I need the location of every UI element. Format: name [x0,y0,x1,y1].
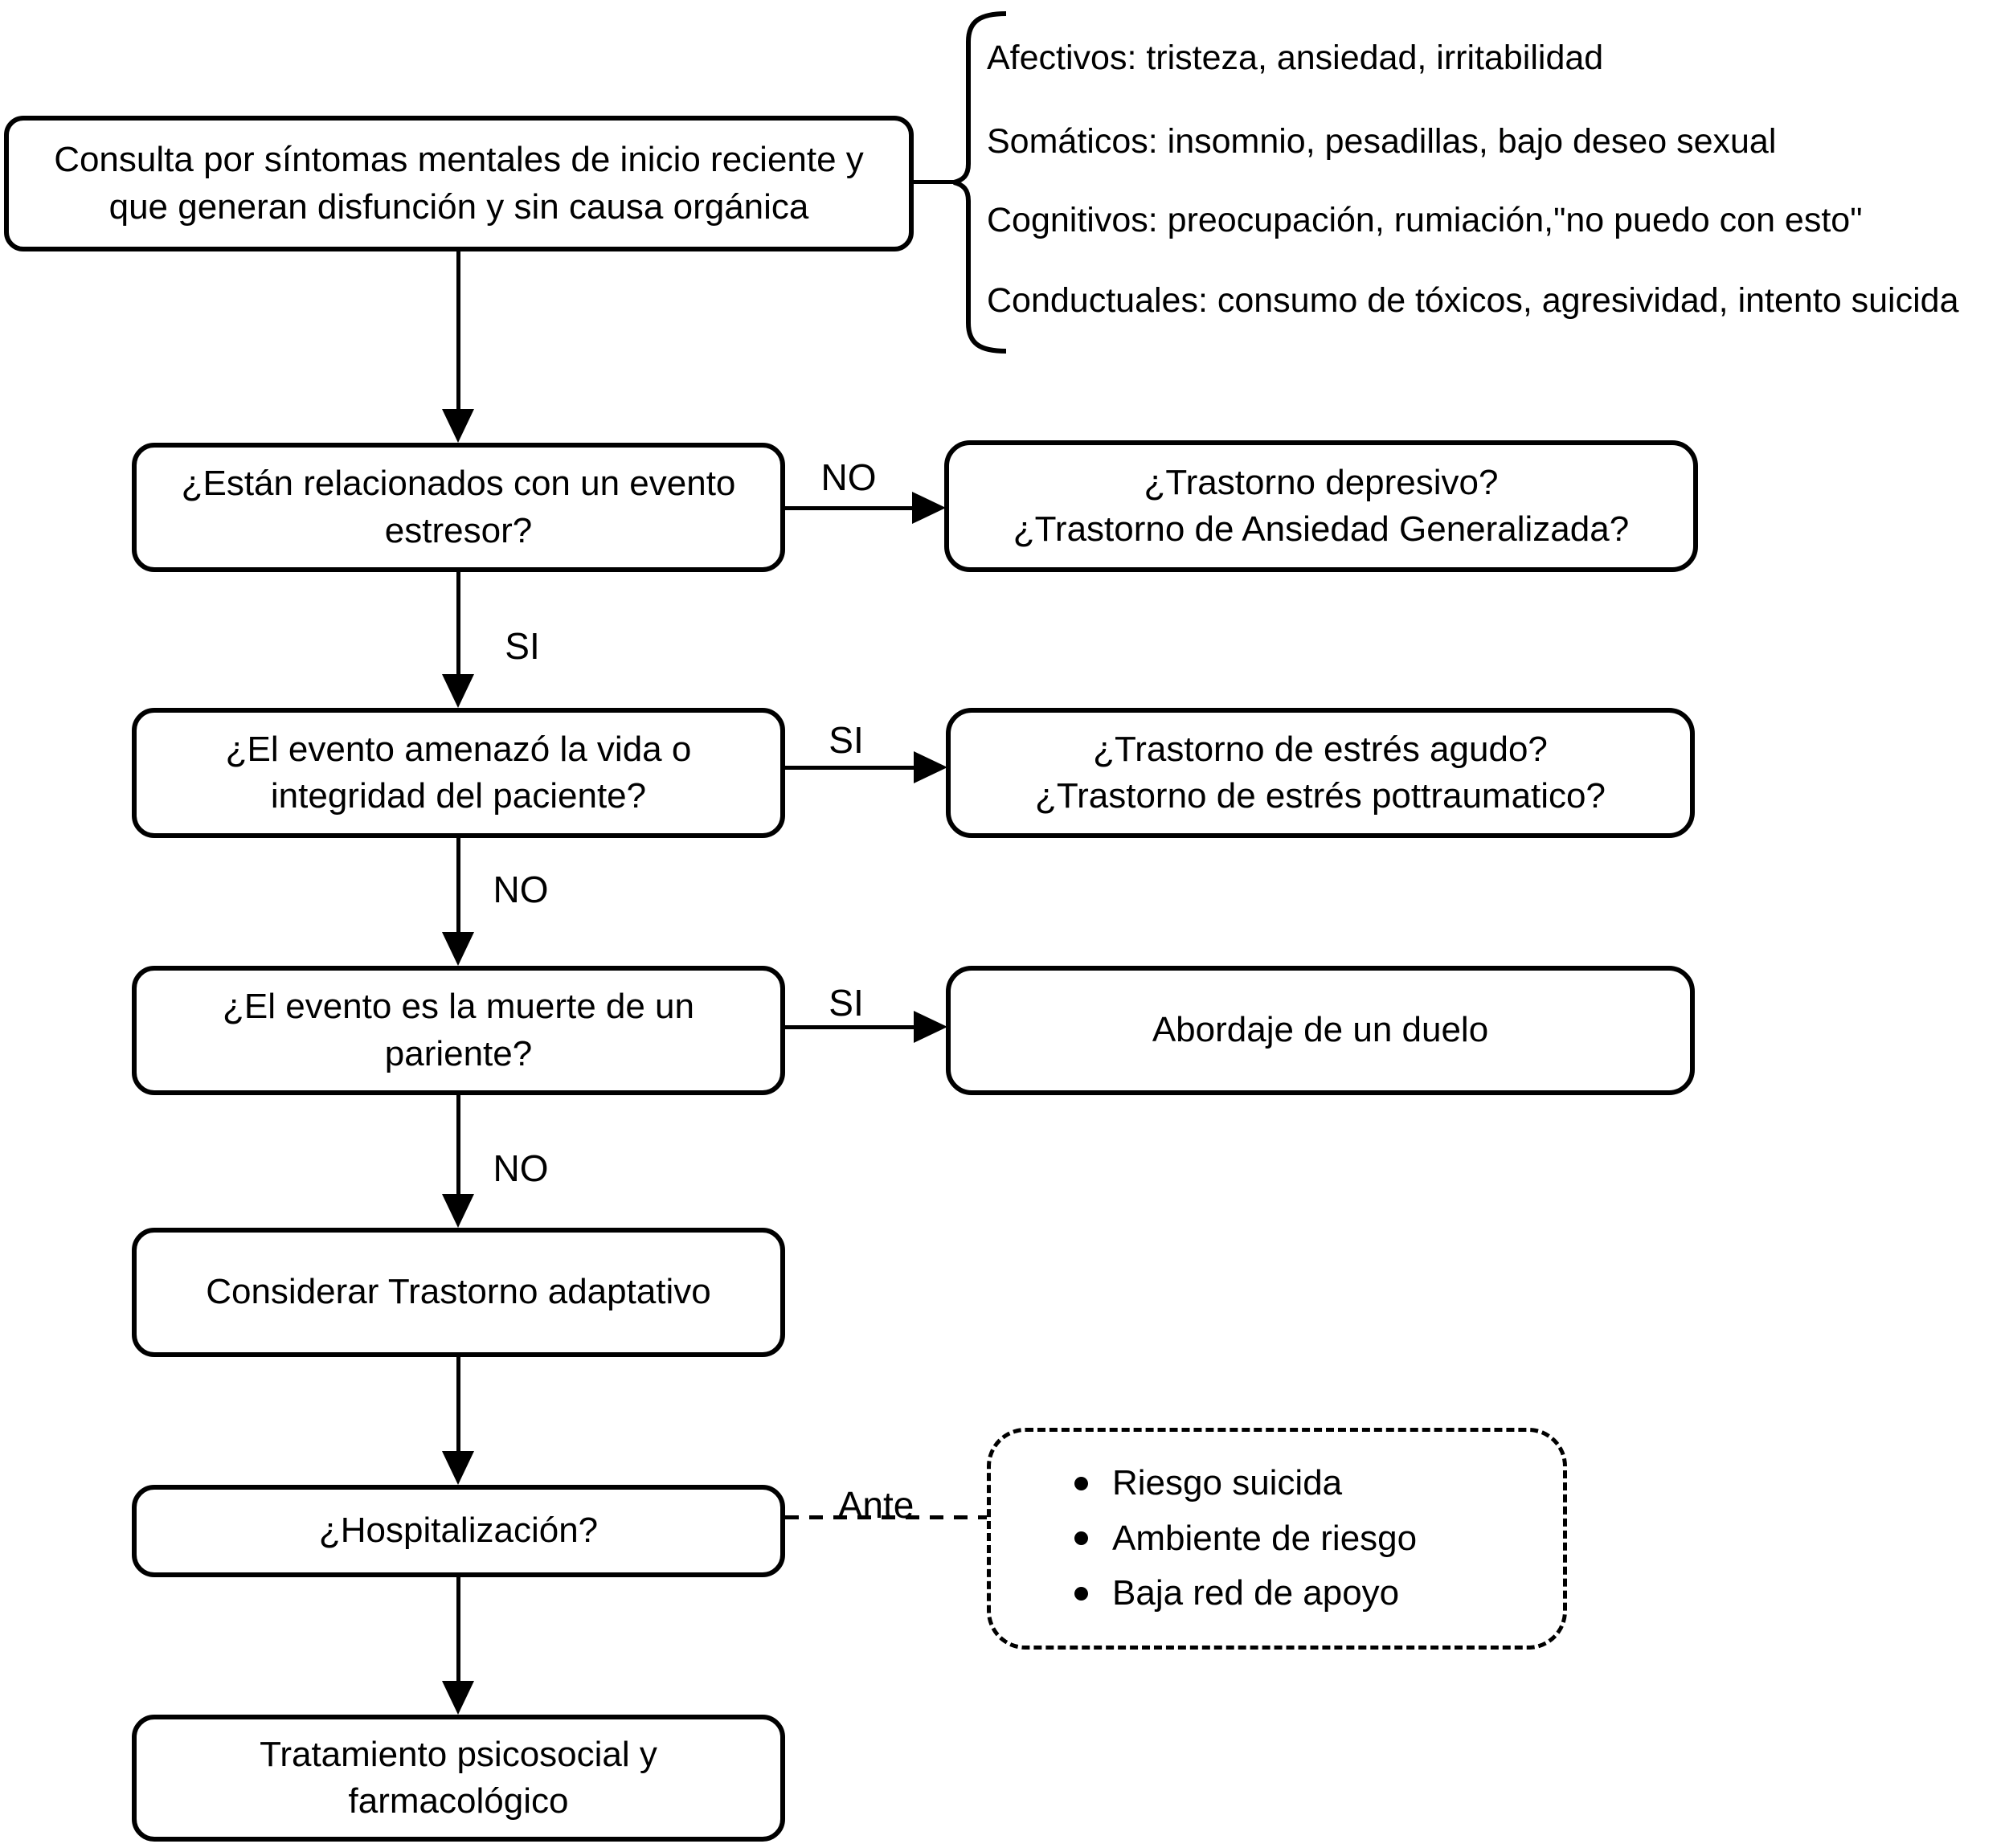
arrow-muerte-adaptativo-line [456,1095,460,1197]
node-depresivo-line1: ¿Trastorno depresivo? [1144,462,1499,502]
node-amenazo-vida-line2: integridad del paciente? [270,776,647,816]
node-evento-estresor-line2: estresor? [384,510,533,550]
arrow-hospitalizacion-tratamiento-head [442,1681,474,1715]
bullet-icon [1074,1587,1088,1601]
arrow-consulta-estresor-line [456,251,460,412]
node-evento-estresor: ¿Están relacionados con un evento estres… [132,443,785,572]
risk-item-label: Baja red de apoyo [1112,1573,1400,1613]
risk-item: Riesgo suicida [1074,1462,1563,1505]
arrow-muerte-duelo-head [914,1011,947,1043]
arrow-amenazo-estresagudo-head [914,751,947,783]
node-tratamiento: Tratamiento psicosocial y farmacológico [132,1715,785,1842]
risk-item: Ambiente de riesgo [1074,1518,1563,1560]
bullet-icon [1074,1531,1088,1546]
connector-consulta-brace [914,180,955,184]
edge-label-si-3: SI [829,982,864,1024]
node-amenazo-vida: ¿El evento amenazó la vida o integridad … [132,708,785,838]
symptom-note-afectivos: Afectivos: tristeza, ansiedad, irritabil… [987,39,1604,77]
bullet-icon [1074,1476,1088,1490]
arrow-adaptativo-hospitalizacion-line [456,1357,460,1454]
dashed-connector-hospitalizacion-risk [785,1515,987,1519]
node-estres-agudo: ¿Trastorno de estrés agudo? ¿Trastorno d… [946,708,1695,838]
node-adaptativo: Considerar Trastorno adaptativo [132,1228,785,1357]
node-estres-agudo-line2: ¿Trastorno de estrés pottraumatico? [1034,776,1606,816]
node-evento-estresor-line1: ¿Están relacionados con un evento [181,464,736,504]
arrow-consulta-estresor-head [442,409,474,443]
edge-label-ante: Ante [837,1484,914,1526]
edge-label-no-1: NO [820,456,877,498]
arrow-estresor-amenazo-line [456,572,460,677]
node-muerte-pariente: ¿El evento es la muerte de un pariente? [132,966,785,1095]
node-muerte-pariente-line2: pariente? [384,1033,533,1073]
node-tratamiento-line2: farmacológico [348,1781,569,1821]
node-tratamiento-line1: Tratamiento psicosocial y [260,1734,657,1774]
symptom-note-cognitivos: Cognitivos: preocupación, rumiación,"no … [987,201,1863,239]
node-amenazo-vida-line1: ¿El evento amenazó la vida o [225,729,692,769]
arrow-estresor-depresivo-head [912,492,946,524]
arrow-hospitalizacion-tratamiento-line [456,1577,460,1684]
edge-label-si-1: SI [505,625,540,667]
node-consulta-line2: que generan disfunción y sin causa orgán… [108,186,809,227]
risk-box: Riesgo suicida Ambiente de riesgo Baja r… [987,1428,1567,1650]
arrow-adaptativo-hospitalizacion-head [442,1451,474,1485]
node-consulta-line1: Consulta por síntomas mentales de inicio… [54,140,864,180]
node-depresivo-ansiedad: ¿Trastorno depresivo? ¿Trastorno de Ansi… [944,440,1698,572]
arrow-muerte-duelo-line [785,1025,914,1029]
edge-label-no-3: NO [493,1147,549,1189]
node-consulta: Consulta por síntomas mentales de inicio… [4,116,914,251]
arrow-estresor-amenazo-head [442,674,474,708]
node-hospitalizacion-line1: ¿Hospitalización? [318,1511,599,1551]
arrow-amenazo-muerte-line [456,838,460,935]
edge-label-no-2: NO [493,869,549,910]
node-estres-agudo-line1: ¿Trastorno de estrés agudo? [1093,729,1548,769]
arrow-muerte-adaptativo-head [442,1194,474,1228]
arrow-estresor-depresivo-line [785,506,914,510]
node-hospitalizacion: ¿Hospitalización? [132,1485,785,1577]
symptom-note-somaticos: Somáticos: insomnio, pesadillas, bajo de… [987,122,1777,161]
risk-item: Baja red de apoyo [1074,1572,1563,1615]
node-depresivo-line2: ¿Trastorno de Ansiedad Generalizada? [1013,509,1630,549]
symptom-note-conductuales: Conductuales: consumo de tóxicos, agresi… [987,281,1959,320]
risk-item-label: Ambiente de riesgo [1112,1518,1418,1558]
node-muerte-pariente-line1: ¿El evento es la muerte de un [223,987,694,1027]
node-adaptativo-line1: Considerar Trastorno adaptativo [206,1272,711,1312]
arrow-amenazo-muerte-head [442,932,474,966]
node-duelo-line1: Abordaje de un duelo [1152,1010,1489,1050]
arrow-amenazo-estresagudo-line [785,766,914,770]
node-duelo: Abordaje de un duelo [946,966,1695,1095]
edge-label-si-2: SI [829,719,864,761]
risk-item-label: Riesgo suicida [1112,1462,1343,1503]
